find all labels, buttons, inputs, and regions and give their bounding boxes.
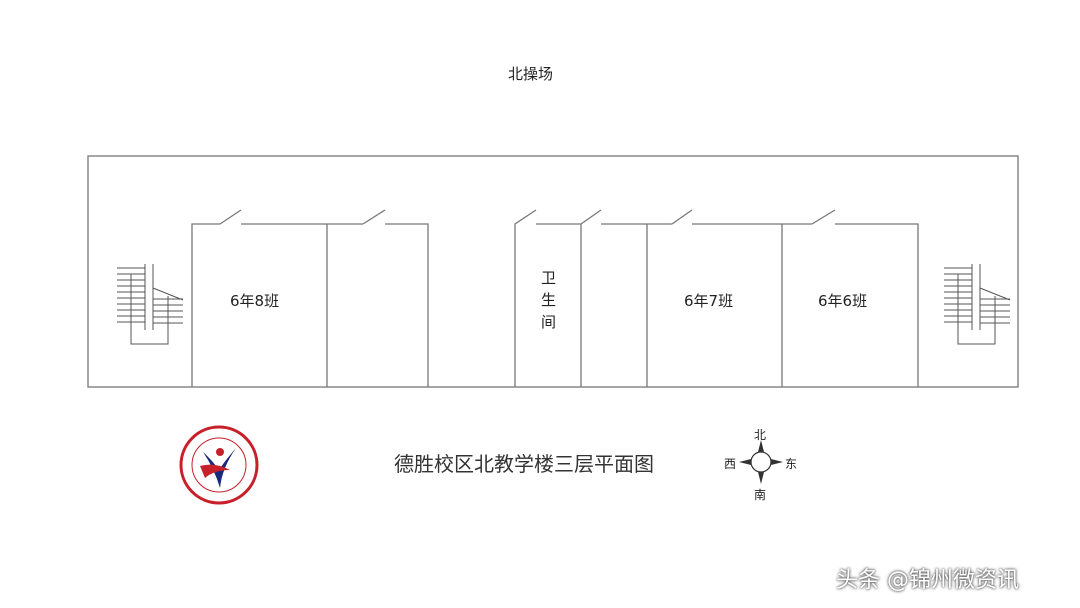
stair-lines	[944, 264, 1011, 345]
watermark: 头条 @锦州微资讯	[836, 568, 1019, 593]
compass-west: 西	[724, 457, 737, 471]
compass-east: 东	[785, 457, 798, 471]
stair-lines	[117, 264, 184, 345]
staircase-west	[117, 264, 184, 345]
plan-title: 德胜校区北教学楼三层平面图	[394, 452, 654, 476]
restroom-label: 卫生间	[541, 269, 557, 331]
compass-north: 北	[754, 428, 767, 442]
room-6-8-label: 6年8班	[230, 292, 280, 310]
compass-icon	[739, 440, 783, 484]
room-6-7-label: 6年7班	[684, 292, 734, 310]
staircase-east	[944, 264, 1011, 345]
compass-south: 南	[754, 488, 767, 502]
school-logo	[179, 425, 259, 505]
building-outline	[87, 155, 1019, 388]
north-field-label: 北操场	[508, 65, 554, 83]
room-walls	[191, 209, 919, 387]
room-6-6-label: 6年6班	[818, 292, 868, 310]
